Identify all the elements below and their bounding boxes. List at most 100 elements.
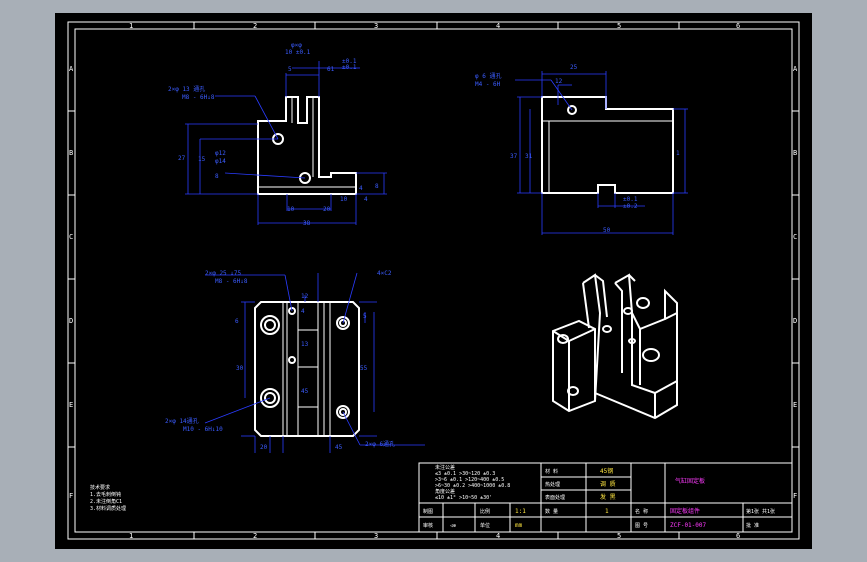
front-callout-hole: 2×φ 13 通孔	[168, 85, 205, 93]
drawing-no: ZCF-01-007	[670, 522, 707, 529]
top-callout-lower-sub: M10 - 6H↓10	[183, 426, 223, 433]
zone-top-4: 4	[496, 22, 500, 30]
zone-right-a: A	[793, 65, 798, 73]
front-callout-hole-sub: M8 - 6H↓8	[182, 94, 215, 101]
inner-border	[74, 28, 793, 533]
isometric-view[interactable]	[552, 273, 678, 420]
zone-left-a: A	[69, 65, 74, 73]
front-dim-bottom-2: 20	[323, 206, 331, 213]
zone-left-c: C	[69, 233, 73, 241]
zone-right-e: E	[793, 401, 797, 409]
zone-bottom-6: 6	[736, 532, 740, 540]
qty-value: 1	[605, 508, 609, 515]
side-callout-hole: φ 6 通孔	[475, 72, 501, 80]
front-dim-side-3: φ14	[215, 158, 226, 165]
zone-bottom-1: 1	[129, 532, 133, 540]
technical-notes: 技术要求 1.去毛刺倒钝 2.未注倒角C1 3.材料调质处理	[90, 484, 126, 512]
notes-title: 技术要求	[90, 484, 110, 491]
notes-line-1: 1.去毛刺倒钝	[90, 491, 121, 498]
angle-symbol: ◁⊕	[450, 523, 456, 529]
top-view[interactable]: 6 4 12 30 13 55 45 5 20 45 2×φ 25 ↓75 M8…	[165, 270, 425, 453]
tol-line-5: ≤10 ±1° >10~50 ±30'	[435, 495, 492, 501]
front-dim-top-2: 5	[288, 66, 292, 73]
heat-label: 热处理	[545, 481, 560, 488]
front-dim-top-3: 61	[327, 66, 335, 73]
front-dim-top-0: φ×φ	[291, 42, 302, 49]
side-dim-7: 50	[603, 227, 611, 234]
side-view[interactable]: 25 12 37 31 1 ±0.1 ±0.2 50 φ 6 通孔 M4 - 6…	[475, 64, 688, 235]
side-dim-3: 31	[525, 153, 533, 160]
zone-bottom-5: 5	[617, 532, 621, 540]
sheet-value: 第1张 共1张	[746, 508, 775, 515]
front-view-outline	[257, 96, 357, 195]
front-dim-bottom-1: 10	[287, 206, 295, 213]
top-small-hole-upper	[288, 307, 296, 315]
front-dim-side-1: 15	[198, 156, 206, 163]
tol-line-3: >6~30 ±0.2 >400~1000 ±0.8	[435, 483, 510, 489]
material-value: 45钢	[600, 467, 613, 475]
top-dim-5: 55	[360, 365, 368, 372]
notes-line-3: 3.材料调质处理	[90, 505, 126, 512]
zone-top-3: 3	[374, 22, 378, 30]
drawing-name: 固定板组件	[670, 507, 700, 515]
side-dim-4: 1	[676, 150, 680, 157]
zone-left-d: D	[69, 317, 73, 325]
zone-top-2: 2	[253, 22, 257, 30]
side-dim-0: 25	[570, 64, 578, 71]
top-dim-9: 45	[335, 444, 343, 451]
drawing-no-label: 图 号	[635, 523, 648, 529]
zone-left-b: B	[69, 149, 73, 157]
drawing-name-label: 名 称	[635, 508, 648, 515]
surface-label: 表面处理	[545, 494, 565, 501]
front-dim-top-5: ±0.1	[342, 64, 357, 71]
zone-bottom-3: 3	[374, 532, 378, 540]
zone-left-e: E	[69, 401, 73, 409]
side-view-outline	[541, 96, 674, 194]
drawing-canvas: 1 2 3 4 5 6 1 2 3 4 5 6 A B C D E F A B …	[67, 21, 800, 540]
zone-right-f: F	[793, 492, 797, 500]
surface-value: 发 黑	[600, 493, 616, 501]
front-dim-top-4: ±0.1	[342, 58, 357, 65]
front-dim-side-5: 8	[375, 183, 379, 190]
drawer-label: 制图	[423, 508, 433, 515]
side-dim-5: ±0.1	[623, 196, 638, 203]
front-dim-side-6: 8	[215, 173, 219, 180]
tol-line-2: >3~6 ±0.1 >120~400 ±0.5	[435, 477, 504, 483]
side-dim-2: 37	[510, 153, 518, 160]
top-dim-2: 12	[301, 293, 309, 300]
front-dim-side-4: 4	[359, 185, 363, 192]
zone-top-6: 6	[736, 22, 740, 30]
front-dim-side-2: φ12	[215, 150, 226, 157]
qty-label: 数 量	[545, 508, 558, 515]
unit-value: mm	[515, 522, 523, 529]
tol-line-4: 角度公差	[435, 488, 455, 495]
top-dim-1: 4	[301, 308, 305, 315]
cad-drawing-viewport[interactable]: 1 2 3 4 5 6 1 2 3 4 5 6 A B C D E F A B …	[55, 13, 812, 549]
top-callout-bottom: 2×φ 6通孔	[365, 440, 395, 448]
side-hole	[567, 105, 577, 115]
scale-value: 1:1	[515, 508, 526, 515]
zone-right-c: C	[793, 233, 797, 241]
top-dim-0: 6	[235, 318, 239, 325]
top-counterbore-upper-left	[260, 315, 280, 335]
top-counterbore-lower-left	[260, 388, 280, 408]
top-callout-top: 2×φ 25 ↓75	[205, 270, 242, 277]
zone-ticks	[68, 22, 799, 539]
top-small-hole-middle	[288, 356, 296, 364]
front-dim-bottom-3: 10	[340, 196, 348, 203]
top-callout-lower: 2×φ 14通孔	[165, 417, 199, 425]
top-counterbore-upper-right	[336, 316, 350, 330]
front-dim-bottom-0: 38	[303, 220, 311, 227]
scale-label: 比例	[480, 508, 490, 515]
zone-right-b: B	[793, 149, 797, 157]
side-callout-hole-sub: M4 - 6H	[475, 81, 501, 88]
notes-line-2: 2.未注倒角C1	[90, 498, 122, 505]
front-dim-bottom-4: 4	[364, 196, 368, 203]
front-view[interactable]: φ×φ 10 ±0.1 5 61 ±0.1 ±0.1 2×φ 13 通孔 M8 …	[168, 42, 387, 227]
unit-label: 单位	[480, 522, 490, 529]
top-callout-right: 4×C2	[377, 270, 392, 277]
side-dim-6: ±0.2	[623, 203, 638, 210]
zone-top-5: 5	[617, 22, 621, 30]
title-block[interactable]: 未注公差 ≤3 ±0.1 >30~120 ±0.3 >3~6 ±0.1 >120…	[418, 462, 793, 533]
side-dim-1: 12	[555, 78, 563, 85]
